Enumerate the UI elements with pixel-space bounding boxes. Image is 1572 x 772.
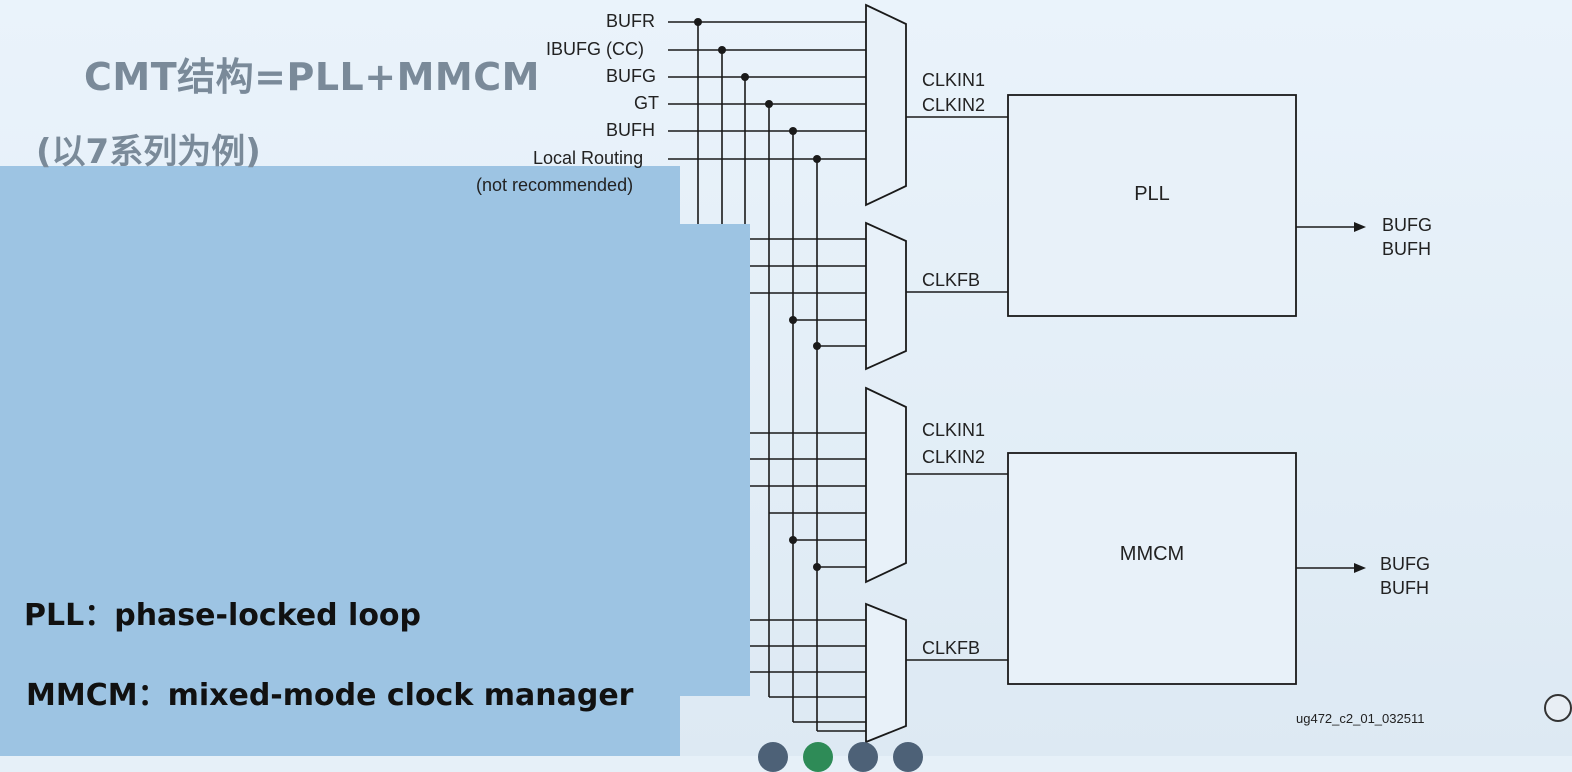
pll-output-arrow: [1354, 222, 1366, 232]
pll-pin-clkin2: CLKIN2: [922, 95, 986, 115]
pll-pin-clkfb: CLKFB: [922, 270, 981, 290]
mmcm-block: [1007, 452, 1297, 685]
pll-block: [1007, 94, 1297, 317]
mux-mmcm-clkin: [865, 386, 907, 584]
pll-output-bufh: BUFH: [1382, 239, 1431, 259]
source-label-local-routing: Local Routing: [533, 148, 644, 168]
source-label-bufh: BUFH: [606, 120, 655, 140]
source-label-ibufg: IBUFG (CC): [546, 39, 644, 59]
figure-id: ug472_c2_01_032511: [1296, 711, 1425, 726]
mux-pll-clkin: [865, 3, 907, 207]
mmcm-pin-clkfb: CLKFB: [922, 638, 981, 658]
source-label-gt: GT: [634, 93, 659, 113]
scroll-handle[interactable]: [1544, 694, 1572, 722]
mmcm-pin-clkin2: CLKIN2: [922, 447, 986, 467]
definition-mmcm: MMCM：mixed-mode clock manager: [26, 678, 634, 713]
mmcm-pin-clkin1: CLKIN1: [922, 420, 986, 440]
mmcm-outputs: BUFG BUFH: [1380, 552, 1430, 600]
nav-button-4[interactable]: [893, 742, 923, 772]
mux-mmcm-clkfb: [865, 602, 907, 744]
pll-outputs: BUFG BUFH: [1382, 213, 1432, 261]
source-label-note: (not recommended): [476, 175, 634, 195]
source-label-bufr: BUFR: [606, 11, 655, 31]
pll-pin-clkin1: CLKIN1: [922, 70, 986, 90]
mux-pll-clkfb: [865, 221, 907, 371]
source-label-bufg: BUFG: [606, 66, 657, 86]
slide-subtitle: (以7系列为例): [36, 132, 261, 172]
clock-diagram: [668, 3, 1366, 744]
pll-output-bufg: BUFG: [1382, 215, 1433, 235]
mmcm-output-bufg: BUFG: [1380, 554, 1431, 574]
nav-button-1[interactable]: [758, 742, 788, 772]
mmcm-output-bufh: BUFH: [1380, 578, 1429, 598]
mmcm-block-label: MMCM: [1119, 543, 1185, 565]
slide-title: CMT结构=PLL+MMCM: [84, 55, 540, 99]
pll-block-label: PLL: [1134, 183, 1170, 205]
definition-pll: PLL：phase-locked loop: [24, 598, 422, 633]
mmcm-output-arrow: [1354, 563, 1366, 573]
overlay-panel-lower: [0, 224, 750, 696]
nav-button-active[interactable]: [803, 742, 833, 772]
nav-button-3[interactable]: [848, 742, 878, 772]
